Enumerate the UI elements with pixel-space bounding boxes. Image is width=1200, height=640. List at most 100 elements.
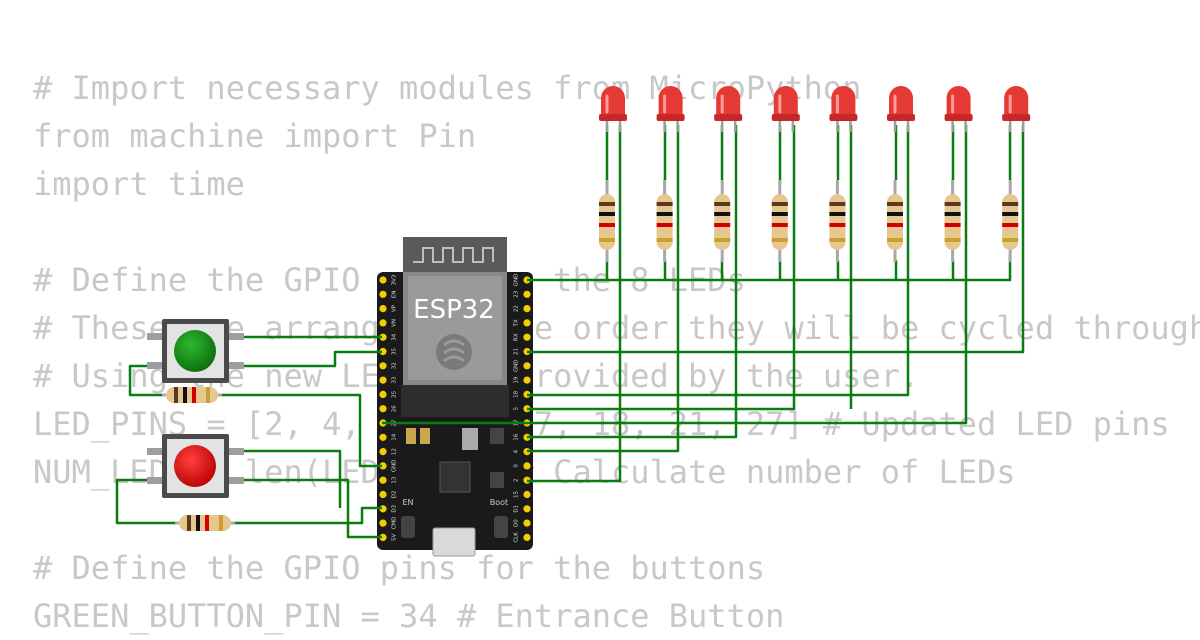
led [599, 86, 627, 132]
pin-label: 14 [392, 433, 398, 440]
green-button-cap[interactable] [174, 330, 216, 372]
wire [230, 478, 382, 539]
led-resistor [944, 180, 961, 262]
green-pushbutton[interactable] [147, 319, 244, 383]
wire [527, 125, 680, 453]
pin[interactable] [379, 448, 387, 456]
pin[interactable] [379, 390, 387, 398]
en-label: EN [402, 498, 413, 507]
pin-label: 19 [514, 376, 520, 383]
pin[interactable] [379, 433, 387, 441]
pin[interactable] [523, 290, 531, 298]
led [887, 86, 915, 132]
pin[interactable] [379, 519, 387, 527]
pin-label: 0 [514, 464, 520, 468]
boot-label: Boot [490, 498, 508, 507]
wire [382, 125, 968, 425]
pin[interactable] [379, 290, 387, 298]
led-resistor [1002, 180, 1019, 262]
pin-label: GND [514, 359, 520, 372]
wire [527, 125, 622, 483]
wire [527, 255, 1012, 282]
led [771, 86, 800, 132]
pin[interactable] [379, 462, 387, 470]
pin-label: 16 [514, 433, 520, 440]
pin-label: D2 [392, 491, 398, 499]
pin-label: 12 [392, 448, 398, 455]
led-resistor [887, 180, 903, 262]
wire [232, 506, 382, 525]
pin-label: 35 [392, 348, 398, 355]
pin-label: 4 [514, 449, 520, 453]
pin-label: 22 [514, 305, 520, 312]
boot-button[interactable] [494, 516, 508, 538]
pin-label: CMD [392, 517, 398, 530]
wire [527, 125, 1025, 354]
pin-label: CLK [514, 532, 520, 543]
pin-label: 33 [392, 376, 398, 383]
led [656, 86, 685, 132]
red-button-cap[interactable] [174, 445, 216, 487]
pin[interactable] [379, 362, 387, 370]
usb-chip [406, 428, 504, 493]
pin-label: 34 [392, 333, 398, 340]
pin[interactable] [523, 490, 531, 499]
en-button[interactable] [401, 516, 415, 538]
pin-label: 13 [392, 476, 398, 483]
red-pushbutton[interactable] [147, 434, 244, 498]
wire [218, 393, 382, 468]
pin-label: VP [392, 304, 398, 312]
pin[interactable] [379, 533, 387, 542]
pin-label: 21 [514, 348, 520, 355]
pin-label: 3V3 [392, 274, 398, 285]
pin[interactable] [379, 276, 387, 284]
wire [527, 125, 738, 439]
pin[interactable] [379, 476, 387, 484]
button-resistor-2 [175, 515, 235, 531]
wire [230, 350, 382, 368]
pin[interactable] [523, 362, 531, 370]
pin[interactable] [379, 405, 387, 413]
pin[interactable] [379, 376, 387, 384]
pin[interactable] [523, 305, 531, 313]
pin-label: D1 [514, 505, 520, 513]
wire [527, 125, 796, 411]
pin-label: 2 [514, 478, 520, 482]
code-line: from machine import Pin [33, 117, 477, 155]
led [944, 86, 973, 132]
pin[interactable] [523, 462, 531, 470]
pin[interactable] [379, 319, 387, 327]
pin-label: 25 [392, 390, 398, 397]
pin-label: GND [392, 460, 398, 473]
pin-label: 32 [392, 362, 398, 369]
pin[interactable] [379, 333, 387, 341]
esp32-board[interactable]: ESP32 EN Boot 3V3ENVPVN34353233252627141… [377, 237, 533, 557]
led-resistor [599, 180, 615, 262]
led-array [599, 86, 1031, 262]
pin[interactable] [379, 490, 387, 499]
board-label: ESP32 [413, 295, 495, 325]
wire [527, 125, 910, 397]
pin-label: TX [514, 319, 520, 327]
pin-label: D3 [392, 504, 398, 512]
wire [128, 364, 166, 397]
pin[interactable] [523, 333, 531, 341]
pin-label: RX [514, 333, 520, 341]
pin[interactable] [523, 519, 531, 527]
pin-label: 26 [392, 405, 398, 412]
pin[interactable] [523, 533, 531, 542]
led [829, 86, 858, 132]
pin-label: 18 [514, 390, 520, 397]
pin[interactable] [379, 305, 387, 313]
pin-label: 15 [514, 491, 520, 498]
wire [115, 478, 178, 525]
code-line: import time [33, 165, 245, 203]
pin[interactable] [523, 505, 531, 513]
wifi-module [401, 237, 509, 417]
left-pin-header: 3V3ENVPVN343532332526271412GND13D2D3CMD5… [379, 274, 398, 542]
button-resistor-1 [162, 387, 222, 403]
pin[interactable] [523, 319, 531, 327]
pin[interactable] [523, 376, 531, 384]
pin[interactable] [379, 347, 387, 356]
